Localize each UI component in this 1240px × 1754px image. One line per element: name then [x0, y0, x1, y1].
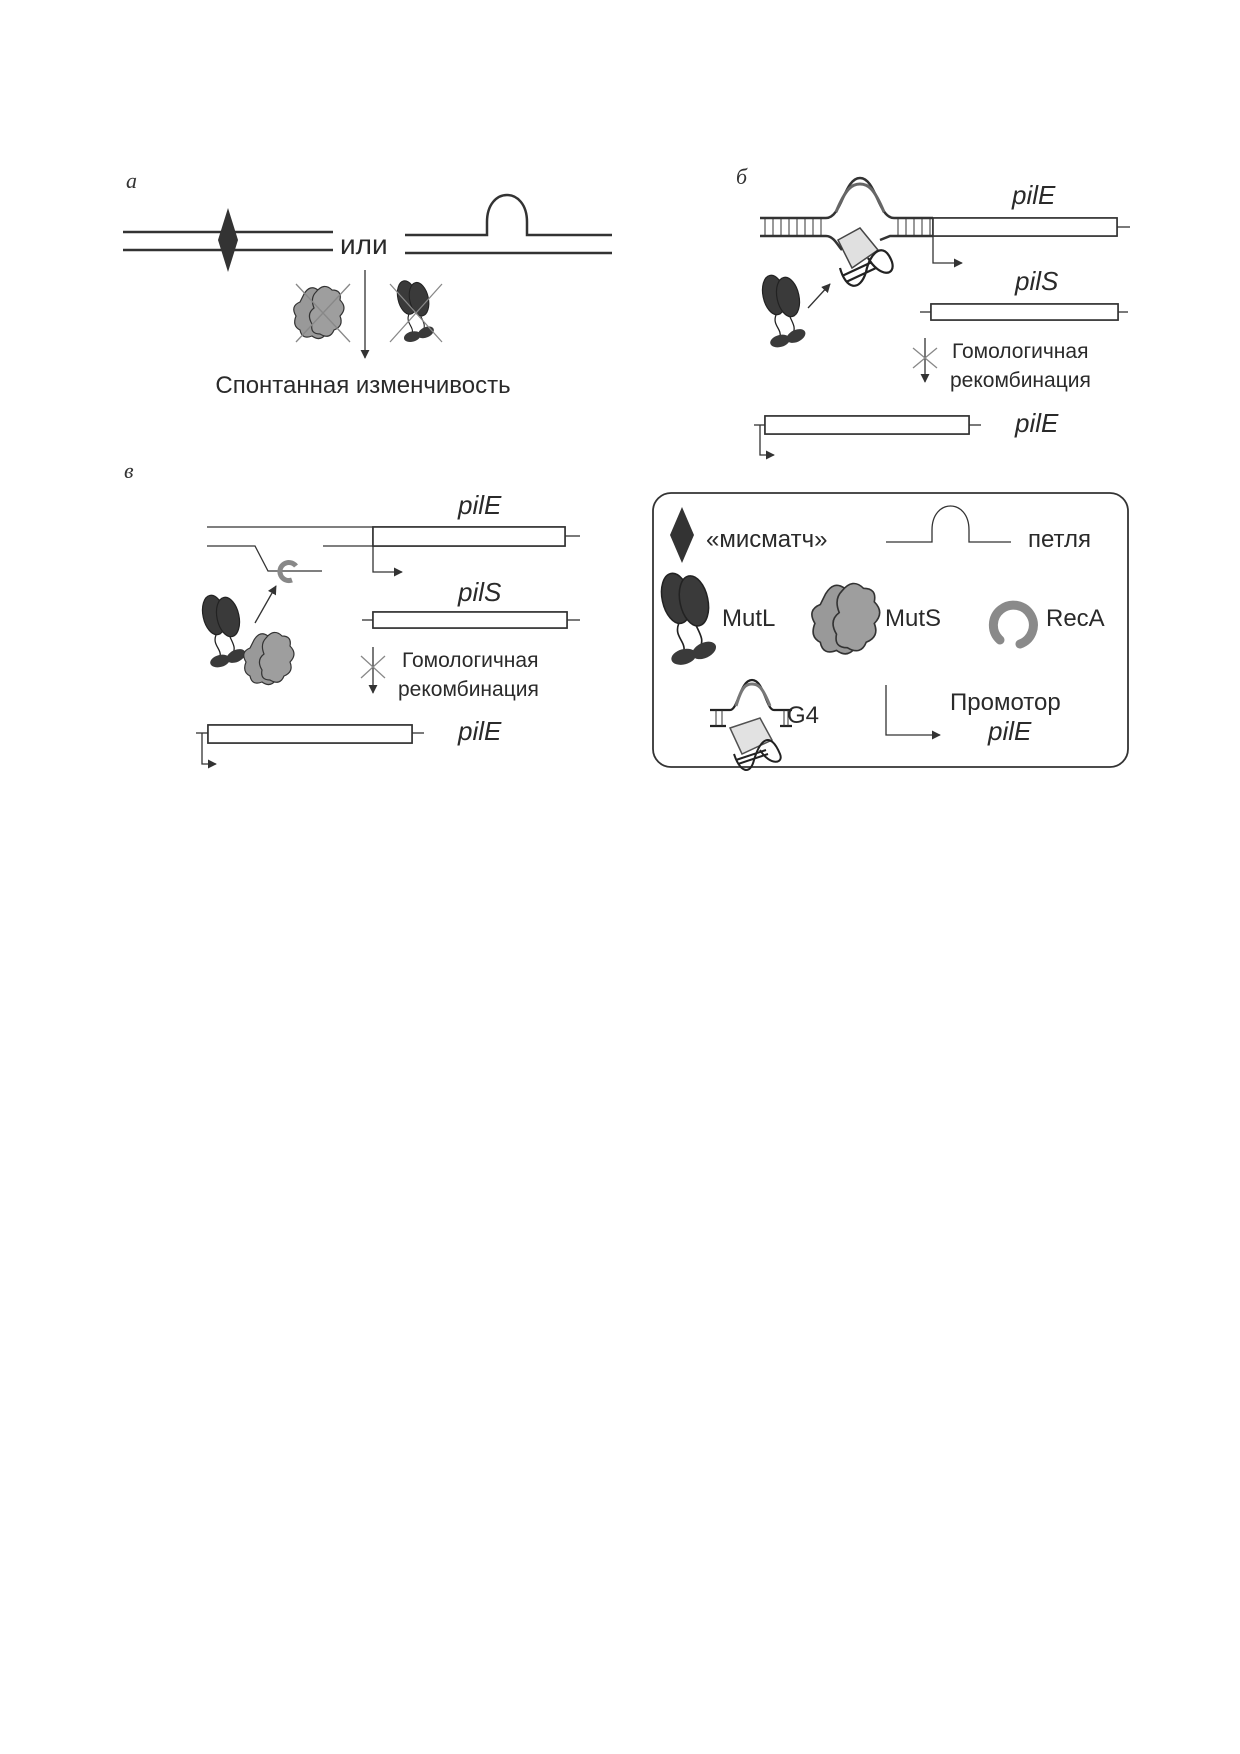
panel-a-label: а [126, 168, 137, 193]
pile-result-label: pilE [1014, 408, 1059, 438]
promoter-arrow-icon [759, 425, 775, 460]
loop-dna [405, 193, 612, 255]
muts-icon [243, 631, 295, 686]
legend-g4: G4 [787, 702, 819, 729]
pile-g4-locus [760, 176, 933, 287]
gene-outline [764, 415, 970, 435]
pile-result-gene-bar [207, 724, 413, 744]
legend-promoter-gene: pilE [987, 716, 1032, 746]
mutl-icon [198, 592, 249, 671]
pils-gene-bar [372, 611, 568, 629]
pile-gene-bar [932, 217, 1118, 237]
promoter-arrow-icon [885, 685, 941, 740]
legend-loop: петля [1028, 526, 1091, 553]
legend-mismatch: «мисматч» [706, 526, 827, 553]
pile-gene-label: pilE [1011, 180, 1056, 210]
panel-c: в pilE pilS Гомологичная рекомбинация pi… [124, 458, 580, 769]
pile-result-gene-bar [764, 415, 970, 435]
legend-muts: MutS [885, 605, 941, 632]
pile-gene-label: pilE [457, 490, 502, 520]
promoter-arrow-icon [372, 546, 403, 577]
spontaneous-variation-text: Спонтанная изменчивость [215, 372, 510, 399]
reca-icon [277, 560, 298, 584]
arrow-icon [254, 585, 277, 624]
gene-outline [372, 526, 566, 547]
gene-outline [372, 611, 568, 629]
pils-gene-label: pilS [1014, 266, 1059, 296]
gene-outline [932, 217, 1118, 237]
legend-reca: RecA [1046, 605, 1105, 632]
legend: «мисматч» петля MutL MutS RecA G4 Промот… [652, 492, 1129, 772]
loop-icon [886, 505, 1011, 543]
panel-b: б pilE pilS Гомологичная рекомбинация [736, 164, 1130, 460]
reca-icon [988, 600, 1038, 649]
recombination-line2: рекомбинация [950, 369, 1091, 392]
gene-outline [930, 303, 1119, 321]
recombination-line1: Гомологичная [402, 649, 538, 672]
blocked-recombination-icon [912, 338, 938, 383]
pile-gene-bar [372, 526, 566, 547]
legend-mutl: MutL [722, 605, 775, 632]
panel-a: а или Спонтанная изменчивость [123, 168, 612, 399]
pils-gene-label: pilS [457, 577, 502, 607]
mismatch-diamond-icon [670, 507, 694, 563]
gene-outline [207, 724, 413, 744]
promoter-arrow-icon [201, 733, 217, 769]
recombination-line1: Гомологичная [952, 340, 1088, 363]
arrow-icon [807, 283, 831, 309]
blocked-recombination-icon [360, 647, 386, 694]
muts-crossed-icon [293, 283, 351, 343]
mutl-crossed-icon [389, 278, 443, 345]
or-text: или [340, 229, 388, 260]
mutl-icon [758, 272, 809, 351]
pils-gene-bar [930, 303, 1119, 321]
pile-broken-locus [207, 526, 373, 584]
legend-promoter: Промотор [950, 689, 1061, 716]
mismatch-dna [123, 208, 333, 272]
panel-c-label: в [124, 458, 134, 483]
promoter-arrow-icon [932, 236, 963, 268]
pile-result-label: pilE [457, 716, 502, 746]
mismatch-diamond-icon [218, 208, 238, 272]
recombination-line2: рекомбинация [398, 678, 539, 701]
panel-b-label: б [736, 164, 748, 189]
